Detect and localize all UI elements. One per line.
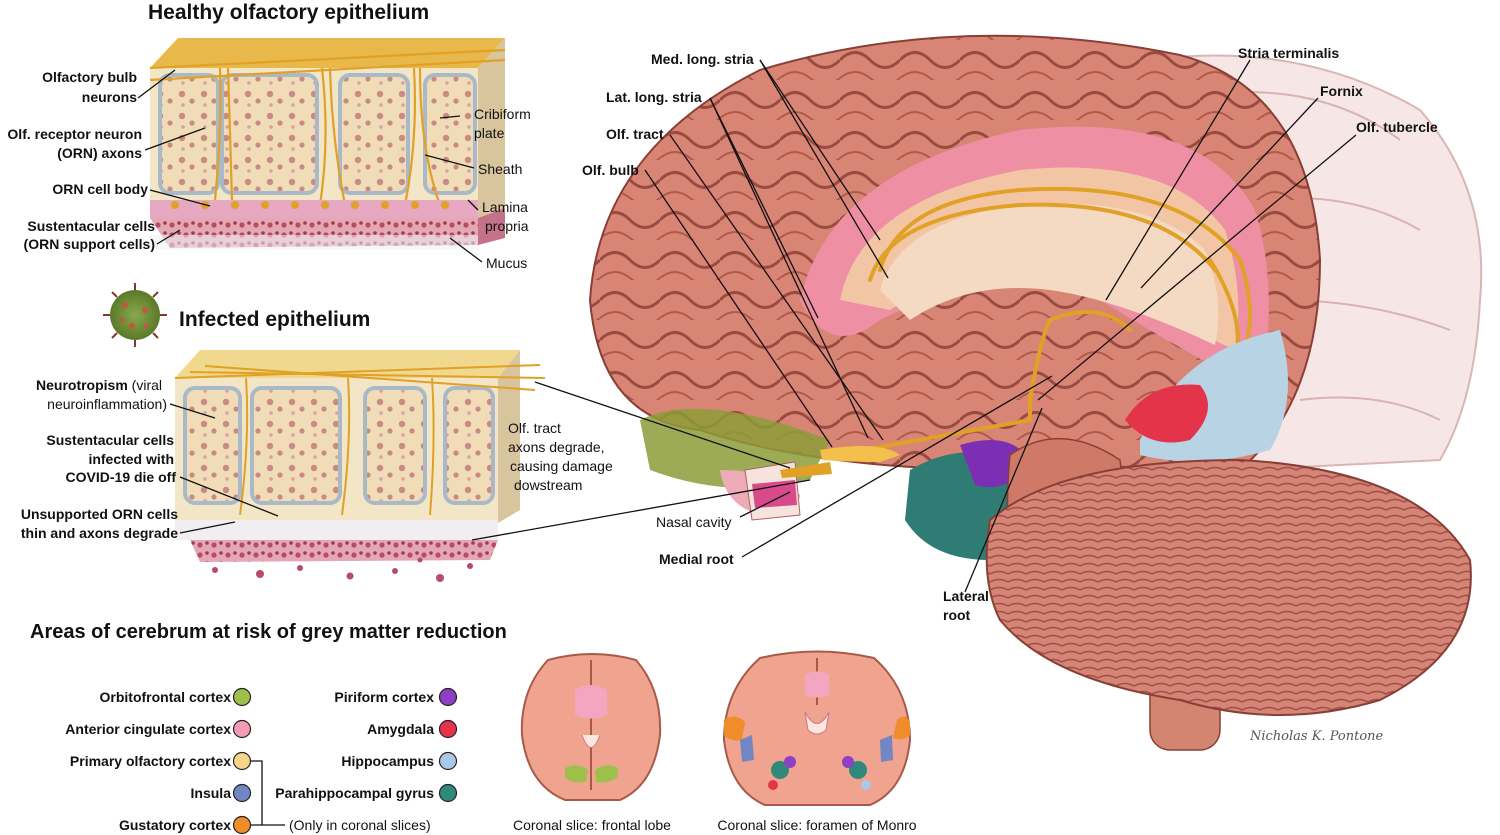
label-sheath: Sheath <box>478 161 522 177</box>
label-cribriform-2: plate <box>474 125 505 141</box>
label-tract-degrade-1: Olf. tract <box>508 420 561 436</box>
label-neurotropism: Neurotropism (viral <box>36 377 162 393</box>
label-medial-root: Medial root <box>659 551 734 567</box>
artist-signature: Nicholas K. Pontone <box>1249 729 1384 744</box>
sagittal-brain <box>588 34 1483 751</box>
label-lat-long-stria: Lat. long. stria <box>606 89 702 105</box>
label-nasal-cavity: Nasal cavity <box>656 514 731 530</box>
right-swatch-1 <box>438 719 458 739</box>
label-lateral-root-2: root <box>943 607 971 623</box>
label-tract-degrade-2: axons degrade, <box>508 439 605 455</box>
label-stria-terminalis: Stria terminalis <box>1238 45 1339 61</box>
right-label-2: Hippocampus <box>341 753 434 769</box>
right-label-1: Amygdala <box>367 721 434 737</box>
left-swatch-3 <box>232 783 252 803</box>
left-swatch-0 <box>232 687 252 707</box>
right-swatch-2 <box>438 751 458 771</box>
label-lamina-1: Lamina <box>482 199 528 215</box>
coronavirus-icon <box>103 283 167 347</box>
label-olf-tubercle: Olf. tubercle <box>1356 119 1438 135</box>
label-med-long-stria: Med. long. stria <box>651 51 754 67</box>
label-orn-axons-2: (ORN) axons <box>57 145 142 161</box>
left-label-4: Gustatory cortex <box>119 817 231 833</box>
slice-frontal-caption: Coronal slice: frontal lobe <box>513 817 671 833</box>
label-lateral-root-1: Lateral <box>943 588 989 604</box>
label-orn-axons-1: Olf. receptor neuron <box>7 126 142 142</box>
coronal-slice-monro <box>722 650 912 806</box>
infected-epithelium-block <box>174 350 546 582</box>
legend-right-column: Piriform cortexAmygdalaHippocampusParahi… <box>275 687 458 803</box>
label-tract-degrade-3: causing damage <box>510 458 613 474</box>
right-swatch-0 <box>438 687 458 707</box>
infected-epithelium-title: Infected epithelium <box>179 308 370 331</box>
label-neurotropism-bold: Neurotropism <box>36 377 128 393</box>
coronal-slice-frontal <box>520 653 662 801</box>
label-olf-bulb: Olf. bulb <box>582 162 639 178</box>
label-unsupported-2: thin and axons degrade <box>21 525 178 541</box>
leader-lines <box>137 59 1357 593</box>
legend-title: Areas of cerebrum at risk of grey matter… <box>30 621 507 643</box>
right-label-0: Piriform cortex <box>334 689 434 705</box>
label-sust-infected-1: Sustentacular cells <box>46 432 174 448</box>
left-swatch-1 <box>232 719 252 739</box>
left-swatch-4 <box>232 815 252 835</box>
left-label-1: Anterior cingulate cortex <box>65 721 231 737</box>
label-orn-cell-body: ORN cell body <box>52 181 148 197</box>
label-neurotropism-rest: (viral <box>128 377 162 393</box>
slice-monro-caption: Coronal slice: foramen of Monro <box>717 817 916 833</box>
left-label-0: Orbitofrontal cortex <box>100 689 232 705</box>
label-cribriform-1: Cribiform <box>474 106 531 122</box>
label-sust-infected-3: COVID-19 die off <box>66 469 177 485</box>
label-olf-tract: Olf. tract <box>606 126 664 142</box>
right-label-3: Parahippocampal gyrus <box>275 785 434 801</box>
label-sust-infected-2: infected with <box>88 451 174 467</box>
label-fornix: Fornix <box>1320 83 1363 99</box>
label-sustentacular-2: (ORN support cells) <box>24 236 155 252</box>
label-unsupported-1: Unsupported ORN cells <box>21 506 178 522</box>
label-mucus: Mucus <box>486 255 527 271</box>
left-swatch-2 <box>232 751 252 771</box>
healthy-epithelium-block <box>149 38 506 250</box>
legend-note: (Only in coronal slices) <box>289 817 431 833</box>
label-neurotropism-line2: neuroinflammation) <box>47 396 167 412</box>
label-bulb-neurons-2: neurons <box>82 89 137 105</box>
label-lamina-2: propria <box>485 218 529 234</box>
legend-bracket <box>251 760 285 826</box>
right-swatch-3 <box>438 783 458 803</box>
label-bulb-neurons-1: Olfactory bulb <box>42 69 137 85</box>
left-label-2: Primary olfactory cortex <box>70 753 231 769</box>
healthy-epithelium-title: Healthy olfactory epithelium <box>148 1 429 24</box>
left-label-3: Insula <box>191 785 232 801</box>
label-tract-degrade-4: dowstream <box>514 477 582 493</box>
label-sustentacular-1: Sustentacular cells <box>27 218 155 234</box>
